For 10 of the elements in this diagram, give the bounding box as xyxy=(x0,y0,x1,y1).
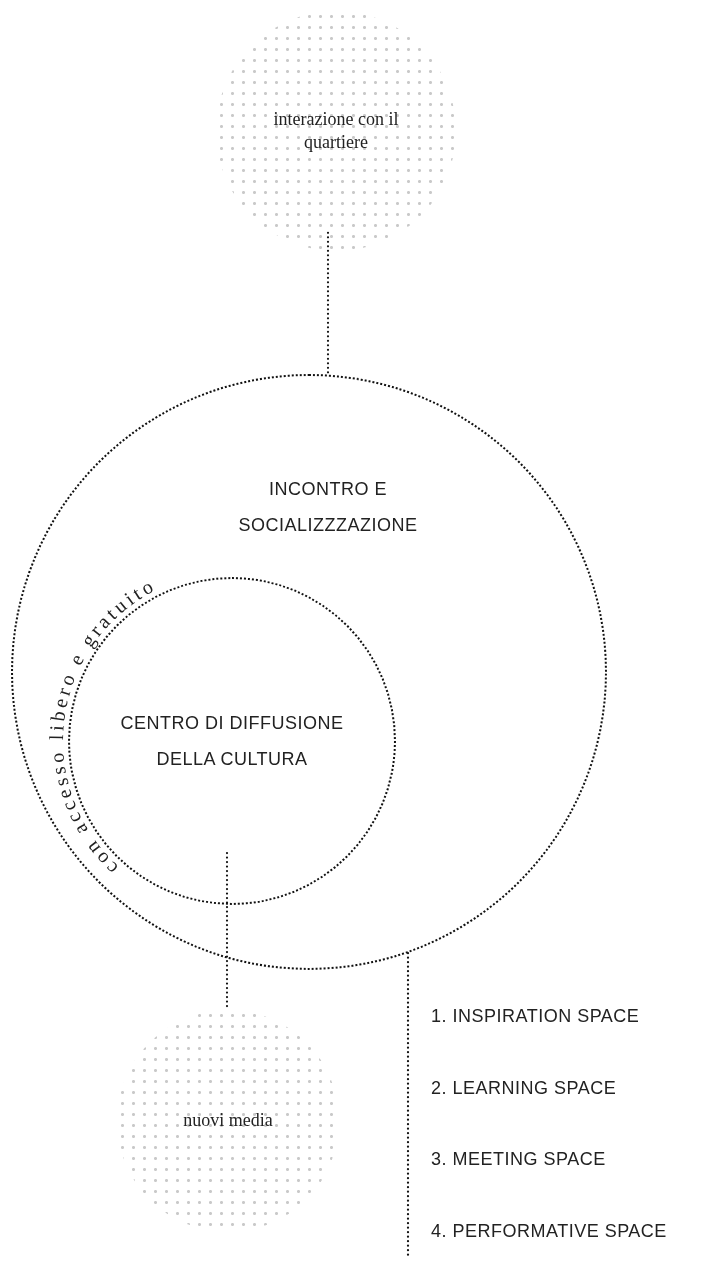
circle-label: interazione con il quartiere xyxy=(272,107,400,154)
list-item: 1. INSPIRATION SPACE xyxy=(431,1006,640,1027)
heading-label: CENTRO DI DIFFUSIONE DELLA CULTURA xyxy=(119,712,345,771)
list-item: 3. MEETING SPACE xyxy=(431,1149,606,1171)
heading-label: INCONTRO E SOCIALIZZZAZIONE xyxy=(237,478,419,537)
list-item: 2. LEARNING SPACE xyxy=(431,1077,617,1099)
dotted-connector xyxy=(326,231,330,376)
outer-circle xyxy=(11,374,607,970)
list-item: 4. PERFORMATIVE SPACE xyxy=(431,1220,667,1242)
circle-label: nuovi media xyxy=(182,1109,274,1133)
